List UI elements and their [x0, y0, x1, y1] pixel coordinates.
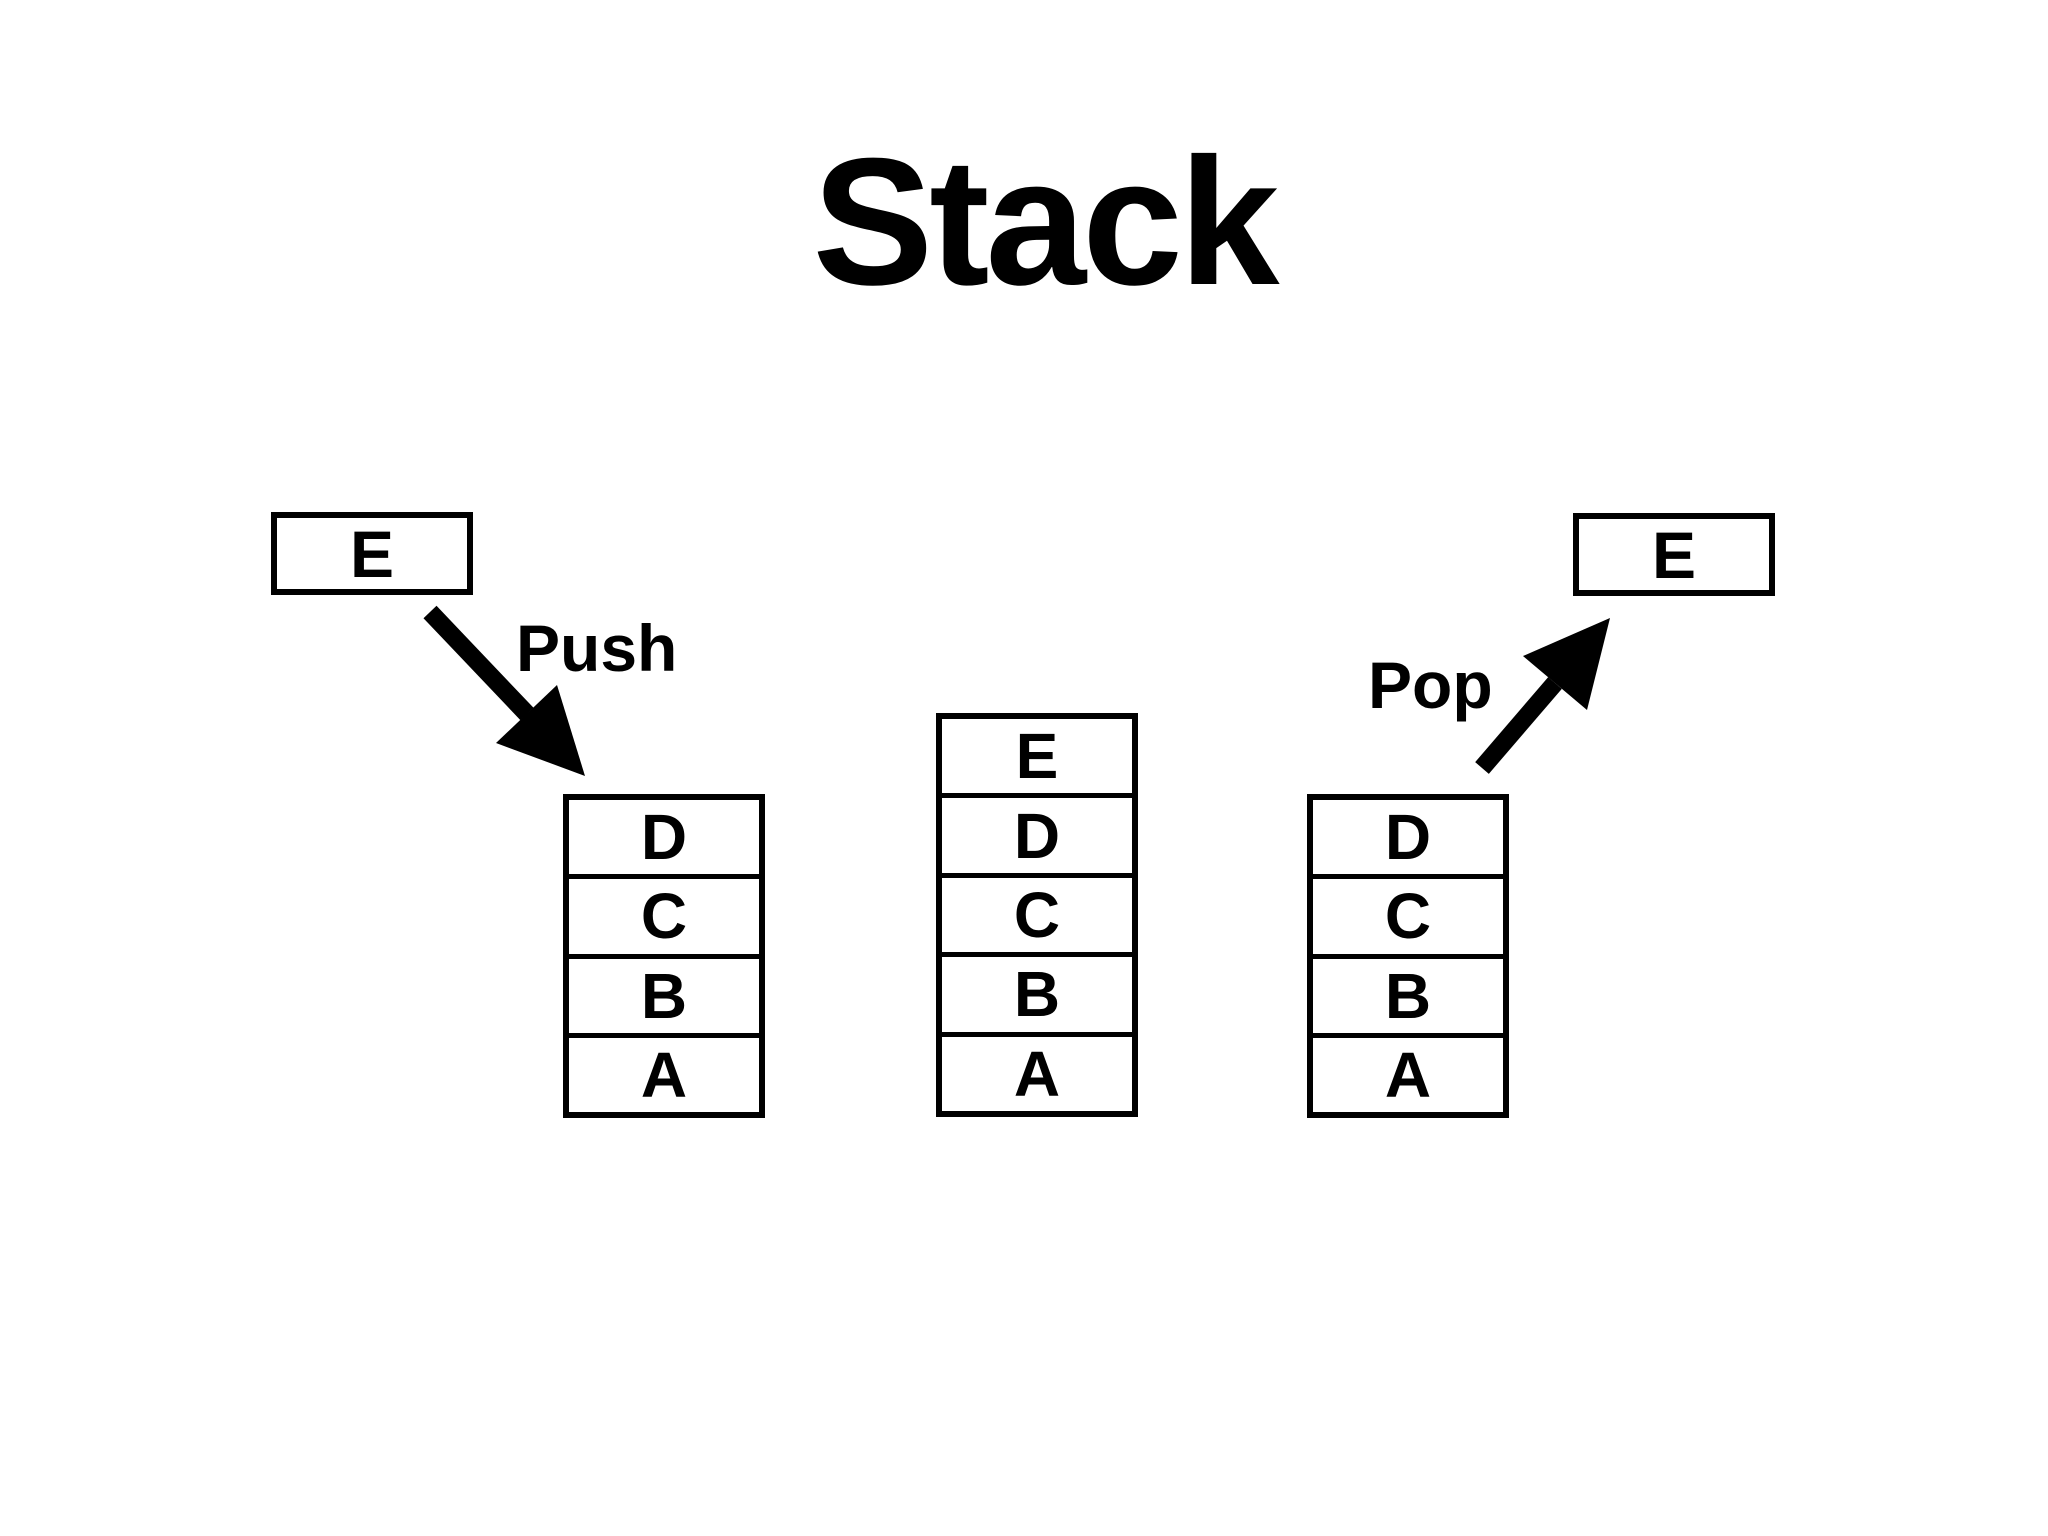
stack-cell: A [1013, 1037, 1061, 1110]
pop-label: Pop [1368, 648, 1493, 722]
push-item-label: E [349, 516, 395, 591]
push-label: Push [516, 611, 678, 685]
pop-arrow-shaft [1475, 677, 1562, 774]
stack-cell: E [942, 719, 1132, 799]
stack-cell: C [942, 878, 1132, 958]
stack-after-push: E D C B A [936, 713, 1138, 1117]
stack-cell: A [1384, 1038, 1432, 1111]
stack-cell: C [569, 879, 759, 959]
stack-cell: B [942, 957, 1132, 1037]
stack-cell: C [1313, 879, 1503, 959]
stack-before-push: D C B A [563, 794, 765, 1118]
stack-cell: A [640, 1038, 688, 1111]
pop-arrow-head [1523, 618, 1610, 710]
pop-arrow-icon [1475, 618, 1610, 774]
push-item-box: E [271, 512, 473, 595]
push-arrow-head [496, 685, 585, 776]
page-title: Stack [812, 121, 1280, 323]
stack-cell: D [569, 800, 759, 880]
stack-cell: B [569, 959, 759, 1038]
pop-item-box: E [1573, 513, 1775, 596]
pop-item-label: E [1651, 517, 1697, 592]
stack-cell: D [942, 798, 1132, 878]
stack-cell: D [1313, 800, 1503, 880]
push-arrow-shaft [423, 605, 534, 721]
stack-after-pop: D C B A [1307, 794, 1509, 1118]
stack-cell: B [1313, 959, 1503, 1038]
